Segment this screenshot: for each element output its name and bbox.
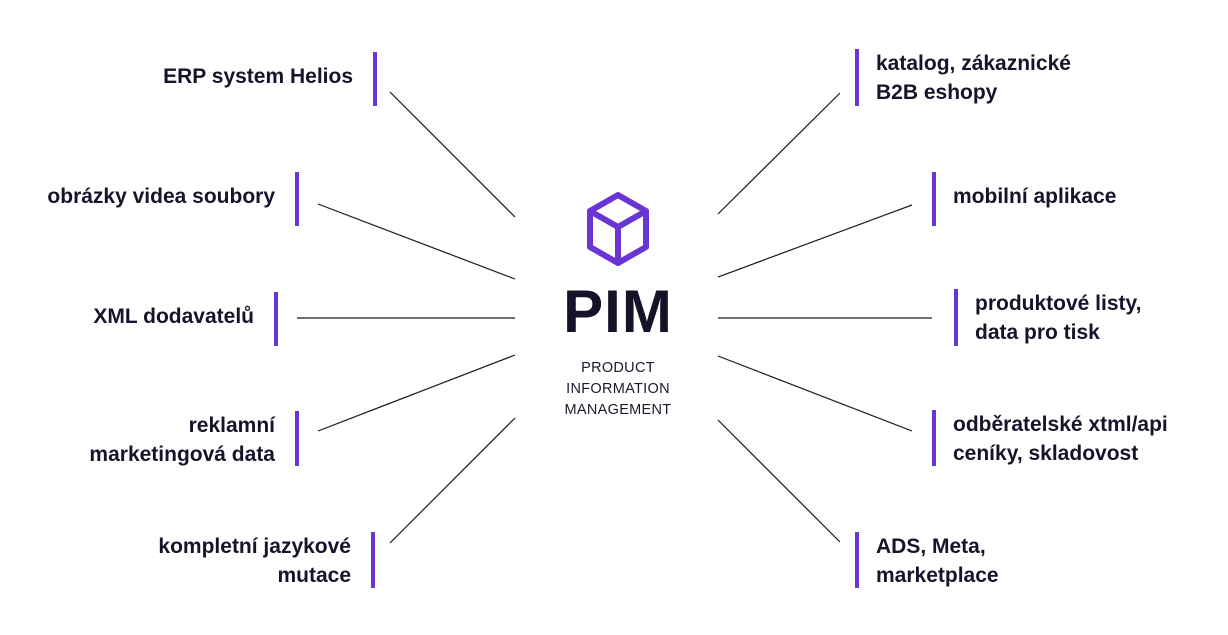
accent-bar <box>855 532 859 588</box>
accent-bar <box>371 532 375 588</box>
source-label: ERP system Helios <box>163 65 353 88</box>
source-label: kompletní jazykové mutace <box>158 535 351 587</box>
output-label: mobilní aplikace <box>953 185 1117 208</box>
accent-bar <box>932 172 936 226</box>
connector-source-1 <box>317 203 516 280</box>
source-xml-suppliers: XML dodavatelů <box>93 292 278 346</box>
output-label: ADS, Meta, marketplace <box>876 535 999 587</box>
accent-bar <box>295 411 299 466</box>
source-media-files: obrázky videa soubory <box>47 172 299 226</box>
pim-subtitle: PRODUCT INFORMATION MANAGEMENT <box>564 360 672 418</box>
connector-output-4 <box>717 419 841 543</box>
output-label: katalog, zákaznické B2B eshopy <box>876 52 1071 104</box>
source-marketing-data: reklamní marketingová data <box>89 411 299 466</box>
accent-bar <box>855 49 859 106</box>
connector-output-3 <box>717 355 913 432</box>
pim-center: PIM PRODUCT INFORMATION MANAGEMENT <box>520 190 716 440</box>
cube-icon <box>587 192 649 266</box>
connector-source-3 <box>317 354 516 432</box>
accent-bar <box>274 292 278 346</box>
source-label: reklamní marketingová data <box>89 414 275 466</box>
source-label: obrázky videa soubory <box>47 185 275 208</box>
output-catalog-b2b: katalog, zákaznické B2B eshopy <box>855 49 1071 106</box>
connector-source-4 <box>389 417 516 544</box>
connector-source-0 <box>389 91 516 218</box>
output-mobile-app: mobilní aplikace <box>932 172 1116 226</box>
accent-bar <box>373 52 377 106</box>
connector-output-0 <box>717 92 841 215</box>
source-erp-helios: ERP system Helios <box>163 52 377 106</box>
output-product-sheets: produktové listy, data pro tisk <box>954 289 1141 346</box>
source-label: XML dodavatelů <box>93 305 254 328</box>
output-ads-marketplace: ADS, Meta, marketplace <box>855 532 999 588</box>
pim-title: PIM <box>563 278 673 345</box>
accent-bar <box>954 289 958 346</box>
connector-output-1 <box>717 204 913 278</box>
accent-bar <box>932 410 936 466</box>
output-customer-feeds: odběratelské xtml/api ceníky, skladovost <box>932 410 1168 466</box>
output-label: produktové listy, data pro tisk <box>975 292 1142 344</box>
accent-bar <box>295 172 299 226</box>
output-label: odběratelské xtml/api ceníky, skladovost <box>953 413 1168 465</box>
source-language-mutations: kompletní jazykové mutace <box>158 532 375 588</box>
